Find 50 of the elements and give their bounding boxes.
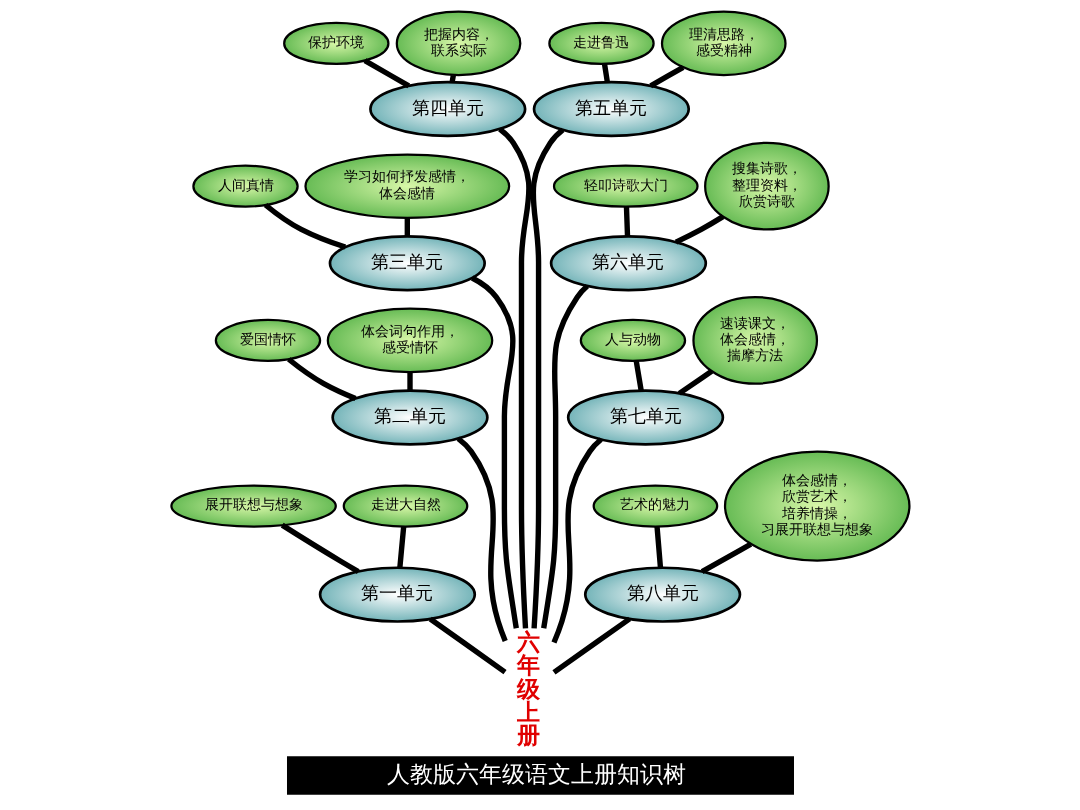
connector xyxy=(633,360,644,392)
node-ellipse: 体会感情，欣赏艺术，培养情操，习展开联想与想象 xyxy=(723,450,911,562)
connector xyxy=(406,372,413,391)
node-ellipse: 第七单元 xyxy=(566,389,724,446)
connector xyxy=(286,357,357,401)
node-text: 六年级上册 xyxy=(516,627,540,750)
node-ellipse: 走进鲁迅 xyxy=(547,21,655,65)
connector xyxy=(677,369,713,396)
node-ellipse: 第二单元 xyxy=(330,389,489,446)
connector xyxy=(470,275,519,629)
node-ellipse: 第一单元 xyxy=(318,566,476,623)
connector xyxy=(363,58,410,89)
connector xyxy=(550,437,603,644)
node-ellipse: 人与动物 xyxy=(579,318,686,362)
node-ellipse: 人间真情 xyxy=(191,164,299,208)
connector xyxy=(653,526,663,569)
connector xyxy=(530,127,565,629)
node-ellipse: 第六单元 xyxy=(549,235,707,292)
connector xyxy=(428,616,507,675)
connector xyxy=(540,284,589,629)
node-ellipse: 理清思路，感受精神 xyxy=(660,10,787,77)
connector xyxy=(674,214,724,245)
connector xyxy=(700,541,752,574)
node-ellipse: 艺术的魅力 xyxy=(592,484,718,528)
connector xyxy=(456,436,508,642)
connector xyxy=(551,616,631,675)
connector xyxy=(263,202,346,250)
diagram-title: 人教版六年级语文上册知识树 xyxy=(386,759,686,788)
node-ellipse: 展开联想与想象 xyxy=(169,484,337,528)
connector xyxy=(648,65,684,89)
connector xyxy=(601,63,610,83)
node-ellipse: 搜集诗歌，整理资料，欣赏诗歌 xyxy=(703,141,830,231)
node-ellipse: 把握内容，联系实际 xyxy=(395,10,521,77)
node-ellipse: 第四单元 xyxy=(368,80,526,138)
connector xyxy=(404,217,410,237)
node-ellipse: 保护环境 xyxy=(282,21,390,65)
connector xyxy=(623,206,630,237)
node-ellipse: 走进大自然 xyxy=(342,484,468,528)
node-ellipse: 第三单元 xyxy=(328,235,486,292)
node-ellipse: 体会词句作用，感受情怀 xyxy=(326,307,493,374)
node-ellipse: 学习如何抒发感情，体会感情 xyxy=(303,153,510,219)
connector xyxy=(280,522,360,574)
connector xyxy=(396,526,406,569)
node-ellipse: 轻叩诗歌大门 xyxy=(552,164,699,208)
connector xyxy=(497,127,532,629)
node-ellipse: 爱国情怀 xyxy=(214,318,321,362)
node-ellipse: 第八单元 xyxy=(583,566,741,623)
node-ellipse: 第五单元 xyxy=(532,80,690,138)
node-ellipse: 速读课文，体会感情，揣摩方法 xyxy=(691,295,818,385)
connector xyxy=(449,75,456,83)
